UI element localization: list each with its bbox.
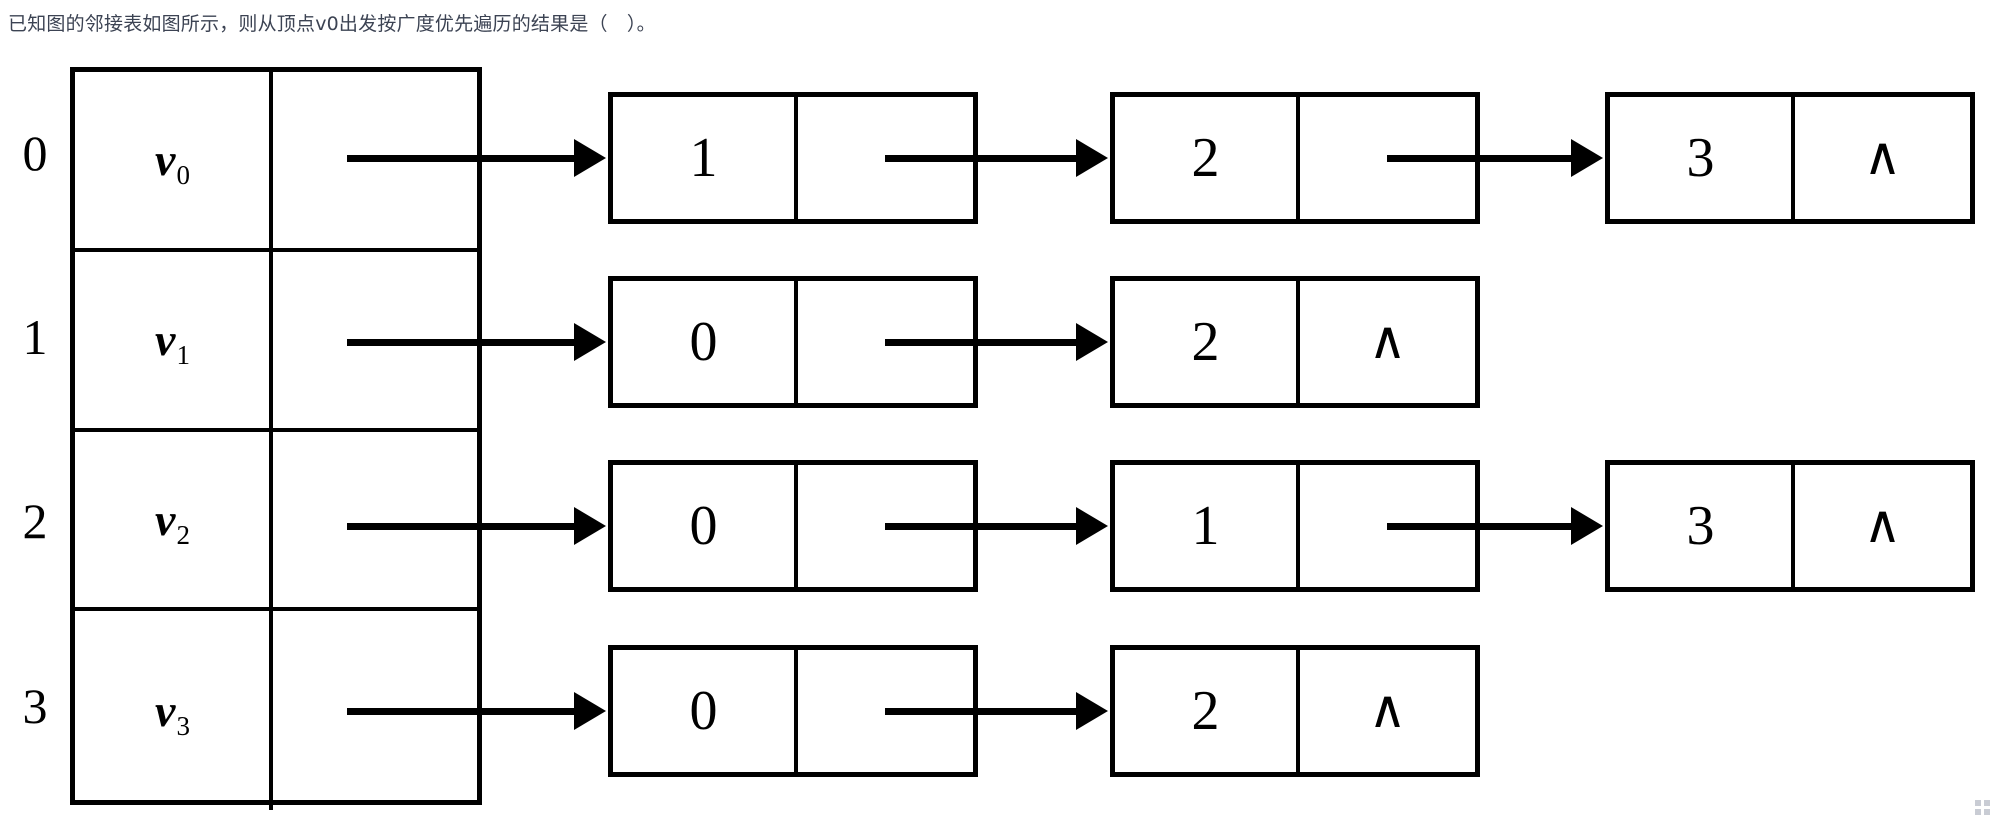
vertex-label: v0 — [155, 134, 190, 190]
arrow-head-icon — [1571, 507, 1603, 545]
pointer-line — [347, 155, 574, 162]
node-vertex-index: 3 — [1610, 465, 1795, 587]
question-prompt: 已知图的邻接表如图所示，则从顶点v0出发按广度优先遍历的结果是（ ）。 — [8, 13, 656, 35]
pointer-line — [1387, 155, 1571, 162]
vertex-table-row: v0 — [75, 72, 477, 248]
vertex-label: v2 — [155, 493, 190, 550]
node-null-marker: ∧ — [1368, 682, 1407, 739]
pointer-line — [347, 523, 574, 530]
vertex-table-row: v2 — [75, 428, 477, 607]
vertex-name-cell: v1 — [75, 252, 273, 428]
arrow-head-icon — [1076, 692, 1108, 730]
pointer-line — [885, 708, 1076, 715]
vertex-pointer-cell — [273, 432, 477, 607]
arrow-head-icon — [574, 507, 606, 545]
adjacency-node: 2∧ — [1110, 645, 1480, 777]
adjacency-node: 2∧ — [1110, 276, 1480, 408]
vertex-table-row: v3 — [75, 607, 477, 810]
vertex-name-cell: v0 — [75, 72, 273, 248]
pointer-line — [1387, 523, 1571, 530]
arrow-head-icon — [1076, 507, 1108, 545]
node-vertex-index: 2 — [1115, 281, 1300, 403]
row-index-label: 0 — [22, 125, 48, 181]
node-vertex-index: 3 — [1610, 97, 1795, 219]
pointer-line — [885, 339, 1076, 346]
row-index-label: 2 — [22, 493, 48, 549]
pointer-line — [347, 339, 574, 346]
node-vertex-index: 1 — [613, 97, 798, 219]
vertex-label: v3 — [155, 684, 190, 741]
pointer-line — [885, 523, 1076, 530]
node-null-marker: ∧ — [1368, 313, 1407, 370]
corner-marker-icon — [1975, 800, 1991, 822]
node-null-marker: ∧ — [1863, 129, 1902, 186]
pointer-line — [347, 708, 574, 715]
adjacency-node: 3∧ — [1605, 460, 1975, 592]
vertex-name-cell: v3 — [75, 611, 273, 810]
vertex-name-cell: v2 — [75, 432, 273, 607]
arrow-head-icon — [574, 139, 606, 177]
row-index-label: 1 — [22, 309, 48, 365]
node-vertex-index: 2 — [1115, 650, 1300, 772]
vertex-header-table: v0 v1 v2 v3 — [70, 67, 482, 810]
node-vertex-index: 0 — [613, 650, 798, 772]
arrow-head-icon — [1571, 139, 1603, 177]
row-index-label: 3 — [22, 678, 48, 734]
node-vertex-index: 0 — [613, 281, 798, 403]
arrow-head-icon — [1076, 139, 1108, 177]
vertex-label: v1 — [155, 314, 190, 370]
arrow-head-icon — [574, 692, 606, 730]
node-vertex-index: 2 — [1115, 97, 1300, 219]
arrow-head-icon — [1076, 323, 1108, 361]
vertex-table-row: v1 — [75, 248, 477, 428]
node-vertex-index: 1 — [1115, 465, 1300, 587]
node-null-marker: ∧ — [1863, 497, 1902, 554]
pointer-line — [885, 155, 1076, 162]
arrow-head-icon — [574, 323, 606, 361]
node-vertex-index: 0 — [613, 465, 798, 587]
adjacency-node: 3∧ — [1605, 92, 1975, 224]
